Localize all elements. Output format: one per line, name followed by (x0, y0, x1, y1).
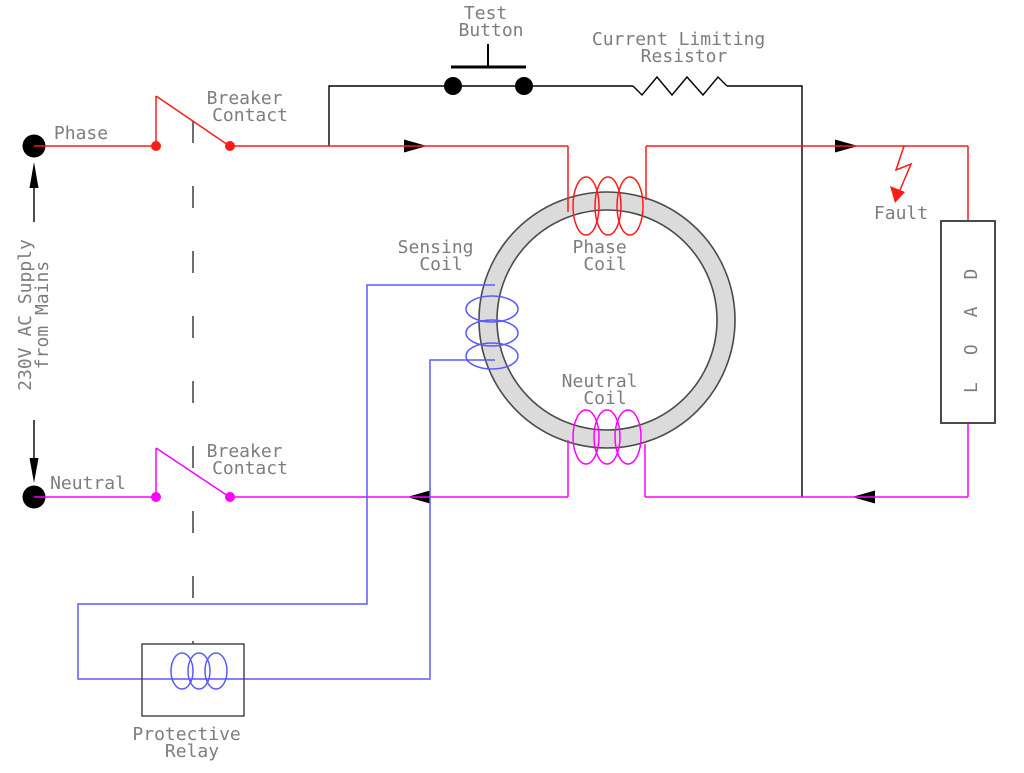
protective-relay-label: Protective Relay (132, 724, 251, 762)
neutral-coil-turn (572, 409, 600, 465)
neutral-breaker-blade (155, 447, 232, 499)
neutral-coil-turn (614, 409, 642, 465)
phase-coil-turn (572, 176, 600, 236)
phase-circuit-fills (151, 141, 905, 203)
test-button-label: Test Button (458, 3, 523, 41)
component-frames (141, 220, 996, 717)
test-circuit-return-wire (727, 85, 803, 497)
sensing-coil-turn (465, 319, 519, 347)
neutral-breaker-contact-dot (225, 492, 235, 502)
fault-label: Fault (874, 203, 928, 224)
phase-coil-turn (616, 176, 644, 236)
phase-breaker-blade (155, 95, 232, 148)
current-limiting-resistor-label: Current Limiting Resistor (592, 29, 776, 67)
diagram-labels: Test Button Current Limiting Resistor Br… (15, 3, 982, 762)
fault-arrowhead-icon (890, 186, 905, 203)
neutral-circuit-wires (34, 409, 969, 499)
breaker-contact-top-label: Breaker Contact (207, 88, 294, 126)
protective-relay-box (141, 643, 245, 717)
phase-coil-turn (594, 176, 622, 236)
test-circuit-wires (33, 44, 803, 497)
sensing-circuit-wires (77, 284, 519, 690)
test-circuit-feed-wire (328, 85, 633, 146)
sensing-coil-turn (465, 342, 519, 370)
neutral-coil-label: Neutral Coil (562, 371, 649, 409)
relay-coil-turn (170, 652, 194, 690)
test-button-contact-left (444, 77, 462, 95)
neutral-supply-arrowhead-icon (29, 458, 39, 483)
relay-coil-turn (204, 652, 228, 690)
breaker-contact-bottom-label: Breaker Contact (207, 441, 294, 479)
sensing-circuit-loop-wire (77, 284, 495, 680)
phase-coil-label: Phase Coil (572, 237, 637, 275)
phase-supply-arrowhead-icon (29, 162, 39, 188)
phase-breaker-contact-dot (151, 141, 161, 151)
relay-coil-turn (187, 652, 211, 690)
current-limiting-resistor-symbol (632, 75, 728, 97)
load-label: LOAD (961, 242, 982, 393)
supply-label-line1: 230V AC Supply (15, 239, 36, 391)
neutral-breaker-contact-dot (151, 492, 161, 502)
black-symbols (22, 77, 875, 509)
phase-label: Phase (54, 123, 108, 144)
neutral-circuit-fills (151, 492, 235, 502)
sensing-coil-label: Sensing Coil (398, 237, 485, 275)
supply-label-line2: from Mains (32, 261, 53, 369)
phase-circuit-wires (34, 95, 969, 236)
test-button-contact-right (515, 77, 533, 95)
neutral-coil-turn (593, 409, 621, 465)
sensing-coil-turn (465, 295, 519, 323)
phase-breaker-contact-dot (225, 141, 235, 151)
fault-lightning-bolt (894, 145, 913, 191)
neutral-label: Neutral (50, 473, 126, 494)
load-box (940, 220, 996, 424)
